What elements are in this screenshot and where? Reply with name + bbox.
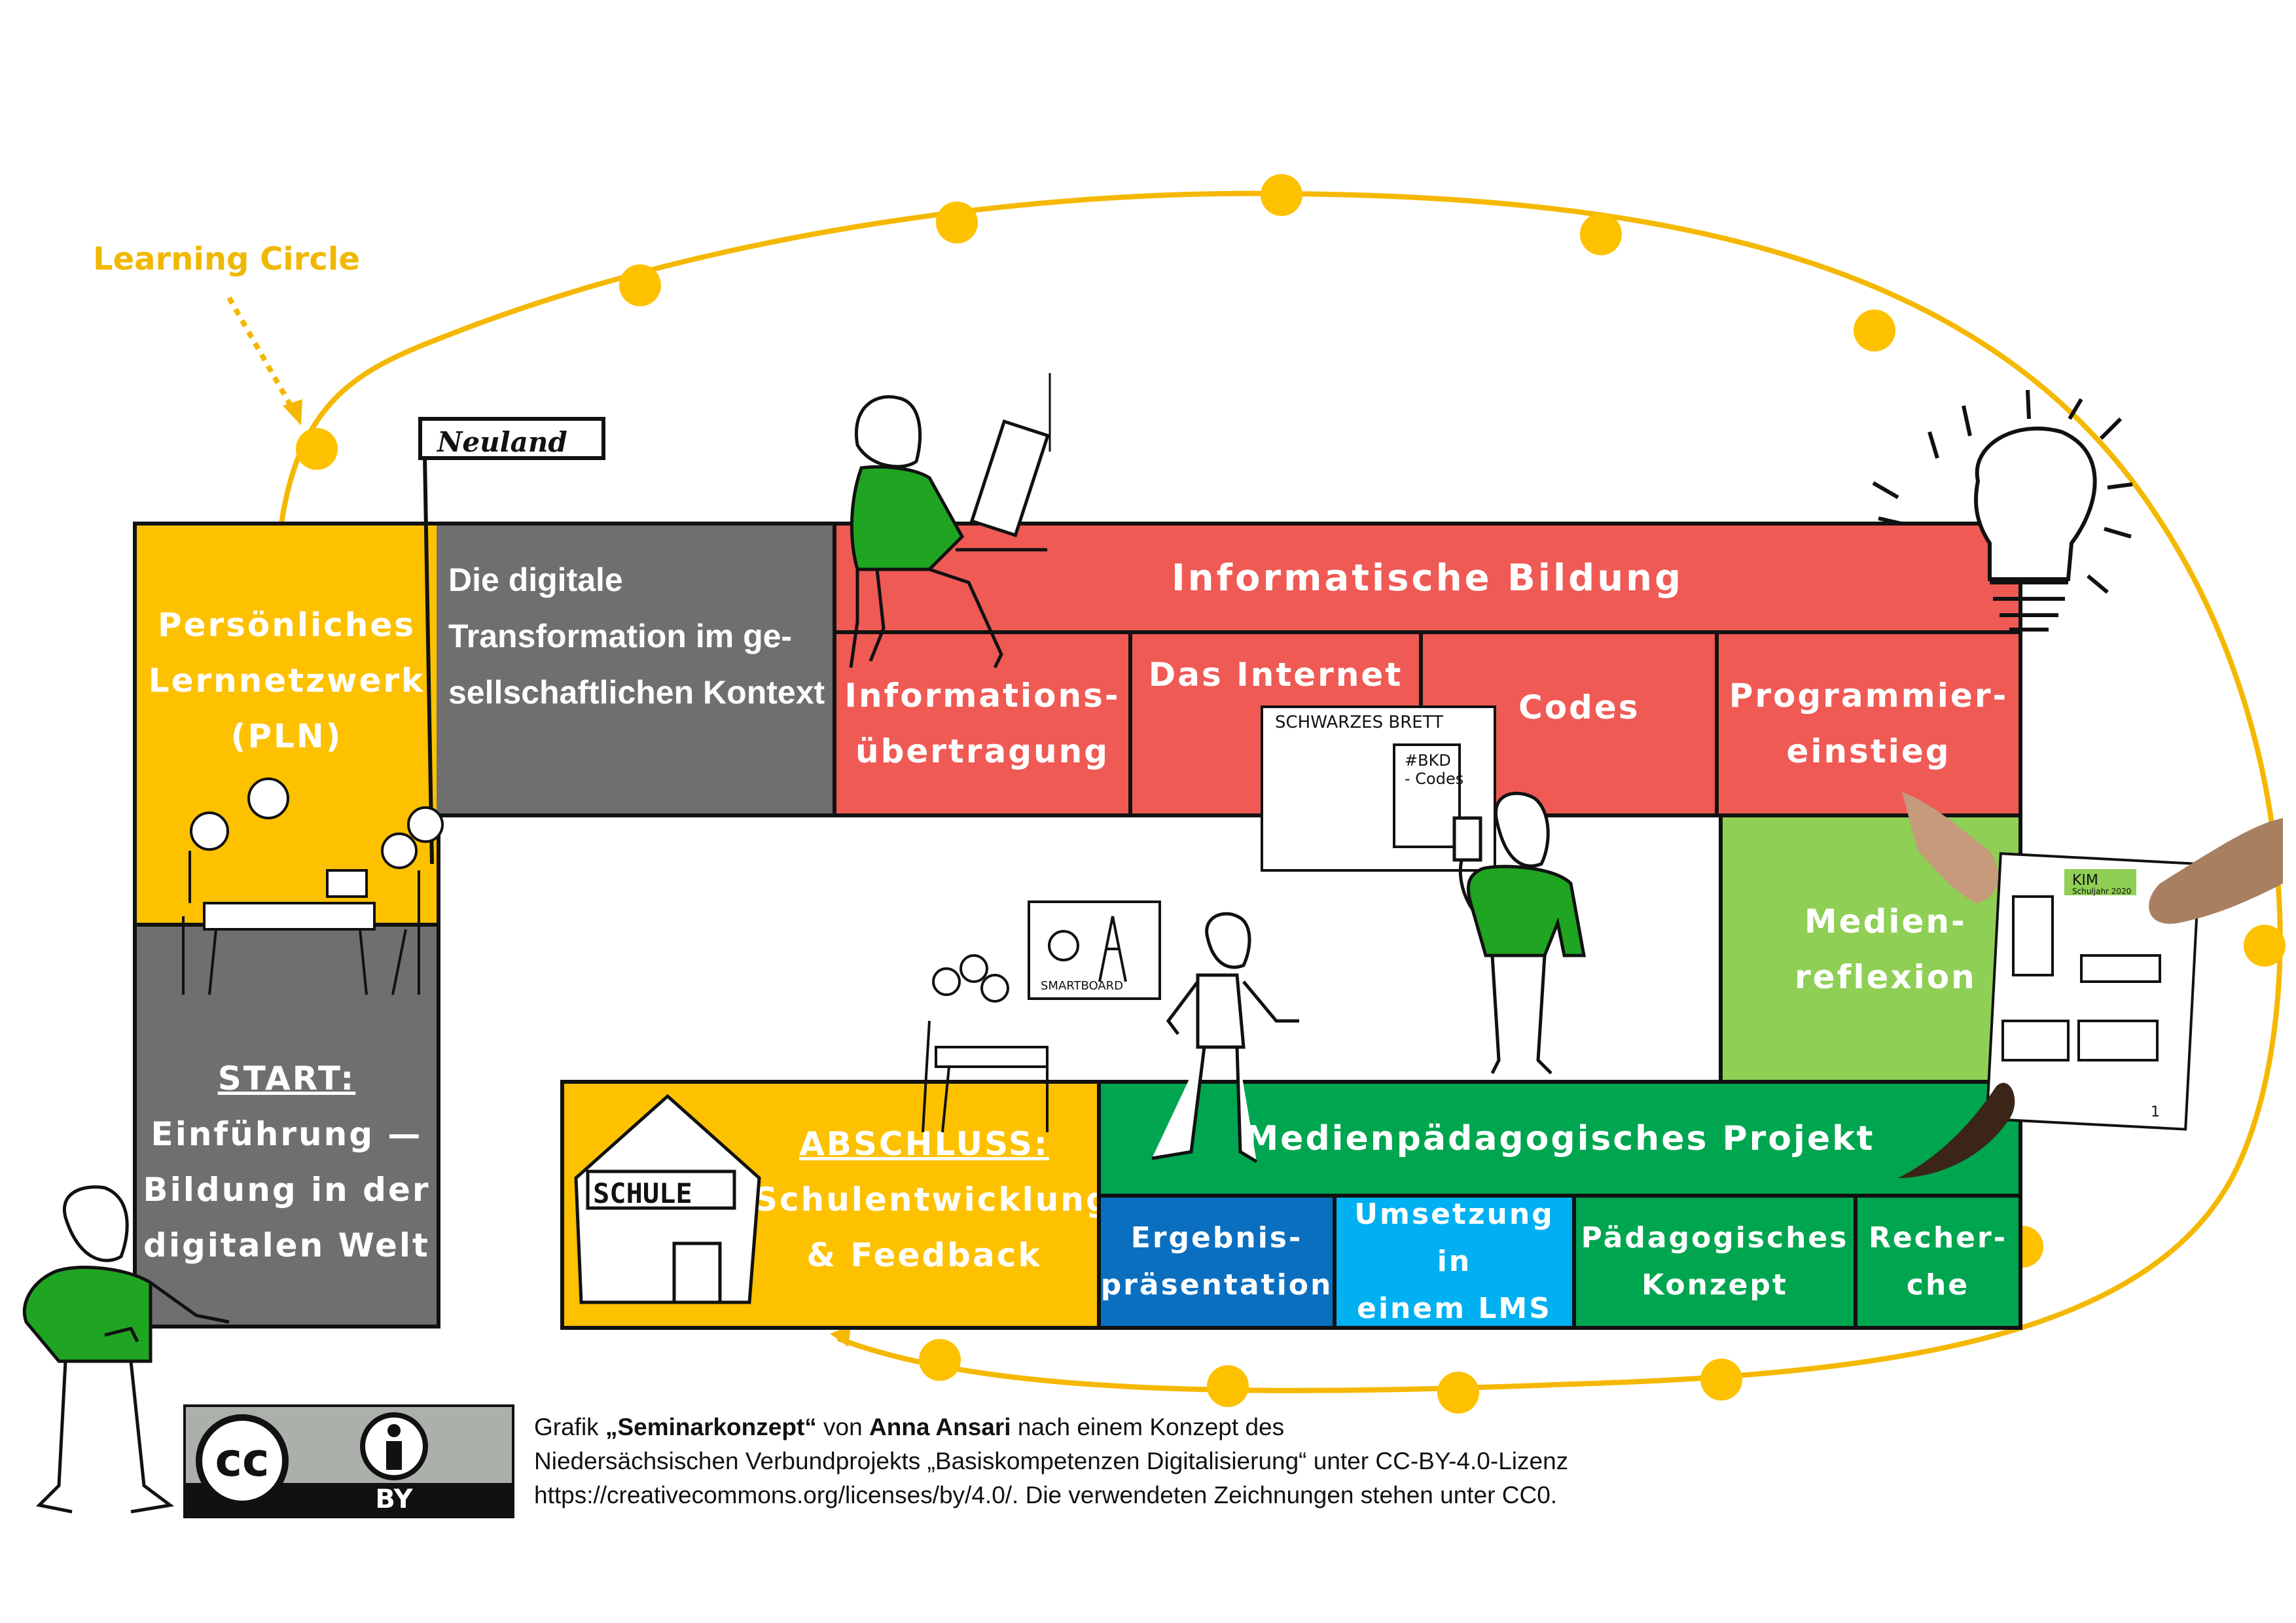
informations-line2: übertragung xyxy=(855,732,1110,770)
recherche-line1: Recher- xyxy=(1869,1221,2007,1255)
informatische-bildung-block: Informatische Bildung xyxy=(833,522,2022,634)
credit-author: Anna Ansari xyxy=(869,1414,1011,1440)
abschluss-text: ABSCHLUSS: Schulentwicklung & Feedback xyxy=(754,1116,1111,1283)
start-block: START: Einführung — Bildung in der digit… xyxy=(133,923,440,1329)
ergebnis-block: Ergebnis- präsentation xyxy=(1097,1194,1336,1330)
start-line2: Bildung in der xyxy=(143,1171,431,1209)
konzept-line1: Pädagogisches xyxy=(1581,1221,1849,1255)
credit-text: Grafik „Seminarkonzept“ von Anna Ansari … xyxy=(534,1410,1568,1512)
recherche-text: Recher- che xyxy=(1869,1215,2007,1309)
projekt-title: Medienpädagogisches Projekt xyxy=(1244,1119,1875,1158)
medienreflexion-text: Medien- reflexion xyxy=(1795,894,1977,1005)
person-phone-icon xyxy=(1452,791,1586,1075)
start-line3: digitalen Welt xyxy=(143,1226,430,1264)
credit-line1: Grafik „Seminarkonzept“ von Anna Ansari … xyxy=(534,1410,1568,1444)
kim-label: KIM xyxy=(2072,872,2098,889)
credit-line2: Niedersächsischen Verbundprojekts „Basis… xyxy=(534,1448,1569,1474)
ergebnis-text: Ergebnis- präsentation xyxy=(1101,1215,1333,1309)
smartboard-label: SMARTBOARD xyxy=(1041,979,1123,993)
abschluss-line1: Schulentwicklung xyxy=(754,1181,1111,1219)
informatische-bildung-title: Informatische Bildung xyxy=(1171,556,1684,599)
credit-rest1: nach einem Konzept des xyxy=(1011,1414,1285,1440)
medienreflexion-line2: reflexion xyxy=(1795,958,1977,996)
credit-prefix: Grafik xyxy=(534,1414,605,1440)
cc-icon: cc xyxy=(215,1433,270,1487)
by-label: BY xyxy=(375,1484,413,1514)
umsetzung-line2: einem LMS xyxy=(1357,1292,1552,1325)
projekt-block: Medienpädagogisches Projekt xyxy=(1097,1080,2022,1198)
group-table-icon xyxy=(182,777,444,995)
learning-circle-label: Learning Circle xyxy=(93,241,360,277)
umsetzung-block: Umsetzung in einem LMS xyxy=(1333,1194,1576,1330)
recherche-block: Recher- che xyxy=(1854,1194,2022,1330)
codes-title: Codes xyxy=(1518,688,1640,726)
abschluss-line2: & Feedback xyxy=(806,1236,1042,1274)
credit-title: „Seminarkonzept“ xyxy=(605,1414,817,1440)
programmier-line1: Programmier- xyxy=(1729,677,2009,715)
konzept-line2: Konzept xyxy=(1641,1268,1788,1302)
credit-by: von xyxy=(816,1414,869,1440)
konzept-block: Pädagogisches Konzept xyxy=(1572,1194,1857,1330)
ergebnis-line2: präsentation xyxy=(1100,1268,1333,1302)
smartboard-icon xyxy=(922,901,1161,1133)
school-house-icon xyxy=(574,1094,761,1304)
programmier-block: Programmier- einstieg xyxy=(1715,630,2022,817)
bkd-codes-label-1: #BKD xyxy=(1405,751,1451,770)
umsetzung-text: Umsetzung in einem LMS xyxy=(1336,1191,1572,1332)
start-title: START: xyxy=(217,1060,356,1097)
medienreflexion-line1: Medien- xyxy=(1804,902,1967,940)
lightbulb-icon xyxy=(1872,389,2133,632)
notice-board-label: SCHWARZES BRETT xyxy=(1275,713,1443,732)
pln-text: Persönliches Lernnetzwerk (PLN) xyxy=(149,597,425,764)
transformation-line2: Transformation im ge- xyxy=(448,618,793,654)
informations-block: Informations- übertragung xyxy=(833,630,1132,817)
presenter-icon xyxy=(1151,912,1299,1164)
school-label: SCHULE xyxy=(593,1177,692,1209)
credit-line3: https://creativecommons.org/licenses/by/… xyxy=(534,1482,1558,1508)
start-text: START: Einführung — Bildung in der digit… xyxy=(143,1051,430,1274)
transformation-line1: Die digitale xyxy=(448,562,623,598)
welcoming-person-icon xyxy=(22,1185,230,1514)
bkd-codes-label-2: - Codes xyxy=(1405,770,1463,788)
pln-line2: Lernnetzwerk xyxy=(148,662,425,700)
informations-text: Informations- übertragung xyxy=(844,668,1120,779)
cc-by-license-badge: cc BY xyxy=(183,1404,514,1518)
konzept-text: Pädagogisches Konzept xyxy=(1581,1215,1849,1309)
transformation-line3: sellschaftlichen Kontext xyxy=(448,674,825,711)
umsetzung-line1: Umsetzung in xyxy=(1354,1198,1554,1278)
kim-page-number: 1 xyxy=(2151,1104,2160,1120)
pln-line3: (PLN) xyxy=(230,717,343,755)
pln-line1: Persönliches xyxy=(157,606,416,644)
kim-sub-label: Schuljahr 2020 xyxy=(2072,887,2131,896)
programmier-text: Programmier- einstieg xyxy=(1729,668,2009,779)
neuland-flag-label: Neuland xyxy=(436,426,567,458)
programmier-line2: einstieg xyxy=(1786,732,1951,770)
informations-line1: Informations- xyxy=(844,677,1121,715)
hands-icon xyxy=(1898,792,2283,1178)
start-line1: Einführung — xyxy=(151,1115,423,1153)
recherche-line2: che xyxy=(1906,1268,1970,1302)
internet-title: Das Internet xyxy=(1148,656,1403,694)
kim-study-paper-icon xyxy=(1985,852,2201,1131)
person-computer-icon xyxy=(849,373,1051,669)
neuland-flag-icon xyxy=(418,417,605,865)
ergebnis-line1: Ergebnis- xyxy=(1130,1221,1303,1255)
